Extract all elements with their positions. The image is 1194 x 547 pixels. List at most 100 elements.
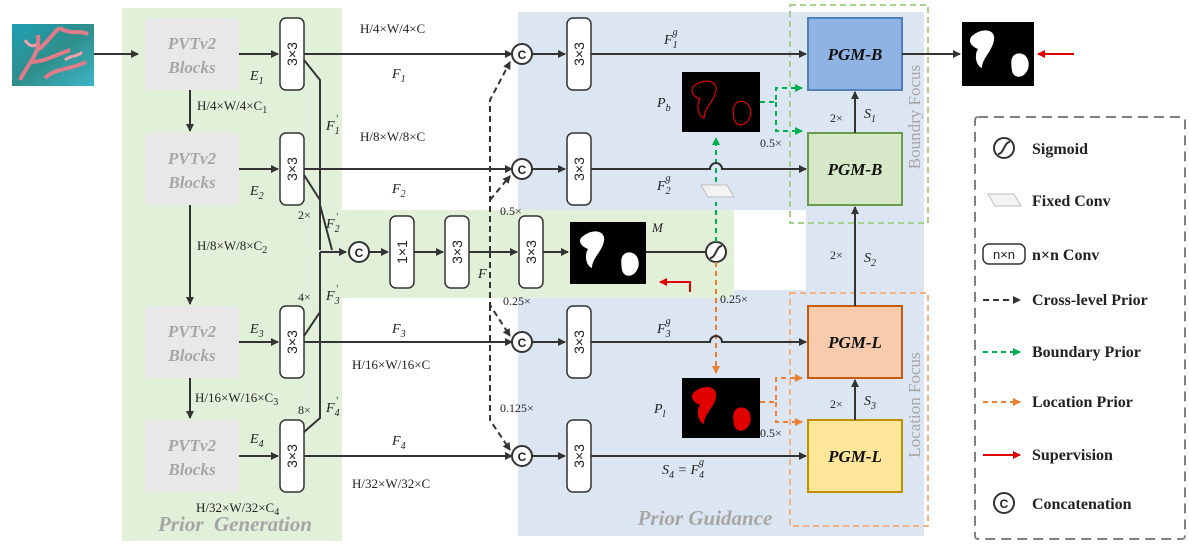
svg-text:Blocks: Blocks	[167, 460, 216, 479]
dim-f4: H/32×W/32×C	[352, 476, 430, 491]
scale-8x-left: 8×	[298, 403, 311, 417]
boundary-focus-title: Boundry Focus	[905, 65, 924, 169]
pgm-l-mid: PGM-L	[807, 305, 903, 379]
dim-c3: H/16×W/16×C3	[195, 390, 278, 408]
legend-concatenation: C Concatenation	[993, 492, 1132, 514]
concat-row-1: C	[511, 43, 533, 65]
dim-f2: H/8×W/8×C	[360, 129, 425, 144]
scale-2x-s2: 2×	[830, 248, 843, 262]
boundary-focus-box	[789, 4, 929, 224]
f-feature-lines	[304, 50, 513, 460]
scale-05-pb: 0.5×	[760, 136, 782, 150]
legend-supervision: Supervision	[983, 447, 1113, 464]
prior-generation-title: Prior Generation	[157, 512, 312, 536]
svg-text:Fixed Conv: Fixed Conv	[1032, 193, 1111, 210]
concat-fusion: C	[348, 241, 370, 263]
label-f1-prime: F1'	[325, 114, 340, 137]
label-f4-prime: F4'	[325, 396, 340, 419]
label-e4: E4	[249, 432, 264, 450]
pvt-block-1: PVTv2 Blocks	[145, 18, 239, 90]
label-pb: Pb	[656, 96, 671, 114]
legend-location: Location Prior	[983, 394, 1133, 411]
conv3-left-2: 3×3	[279, 132, 305, 206]
svg-text:3×3: 3×3	[571, 330, 587, 354]
supervision-arrow-m	[659, 278, 691, 292]
label-f2: F2	[391, 182, 406, 200]
legend-nn-conv: n×n n×n Conv	[982, 243, 1099, 265]
dim-c1: H/4×W/4×C1	[197, 98, 267, 116]
concat-row-2: C	[511, 158, 533, 180]
svg-text:PVTv2: PVTv2	[167, 322, 217, 341]
svg-text:Concatenation: Concatenation	[1032, 496, 1132, 513]
scale-2x-left: 2×	[298, 208, 311, 222]
pvt-block-3: PVTv2 Blocks	[145, 306, 239, 378]
concat-to-conv-arrows	[532, 50, 566, 460]
label-e1: E1	[249, 69, 264, 87]
scale-4x-left: 4×	[298, 290, 311, 304]
input-image	[12, 24, 94, 86]
prior-guidance-mid-region	[806, 210, 924, 290]
svg-text:Cross-level Prior: Cross-level Prior	[1032, 292, 1148, 309]
svg-text:3×3: 3×3	[523, 240, 539, 264]
svg-text:PVTv2: PVTv2	[167, 34, 217, 53]
conv3-left-4: 3×3	[279, 419, 305, 493]
pvt-block-2: PVTv2 Blocks	[145, 133, 239, 205]
svg-text:Sigmoid: Sigmoid	[1032, 141, 1088, 158]
conv1-fusion: 1×1	[389, 215, 415, 289]
label-pl: Pl	[653, 402, 666, 420]
label-f3-prime: F3'	[325, 284, 340, 307]
label-s1: S1	[864, 107, 876, 125]
label-f2g: F2g	[656, 173, 671, 197]
label-s4-eq-f4g: S4 = F4g	[662, 457, 704, 481]
svg-text:Boundary Prior: Boundary Prior	[1032, 344, 1141, 361]
fg-lines	[591, 50, 807, 460]
svg-text:PGM-L: PGM-L	[827, 447, 882, 466]
conv3-guide-2: 3×3	[566, 132, 592, 206]
svg-text:3×3: 3×3	[284, 444, 300, 468]
svg-text:3×3: 3×3	[284, 330, 300, 354]
svg-text:C: C	[518, 450, 527, 464]
conv3-guide-3: 3×3	[566, 305, 592, 379]
output-map	[962, 22, 1034, 86]
conv3-left-1: 3×3	[279, 17, 305, 91]
conv3-guide-4: 3×3	[566, 419, 592, 493]
prior-guidance-title: Prior Guidance	[637, 506, 773, 530]
svg-text:Blocks: Blocks	[167, 173, 216, 192]
svg-text:C: C	[1000, 497, 1009, 511]
label-f2-prime: F2'	[325, 212, 340, 235]
scale-025-cross: 0.25×	[503, 294, 531, 308]
svg-text:PVTv2: PVTv2	[167, 149, 217, 168]
svg-text:PGM-B: PGM-B	[827, 45, 883, 64]
dim-c4: H/32×W/32×C4	[196, 500, 279, 518]
svg-text:C: C	[518, 336, 527, 350]
dim-f1: H/4×W/4×C	[360, 21, 425, 36]
label-e2: E2	[249, 184, 264, 202]
coarse-map-m	[570, 222, 646, 284]
boundary-map-pb	[682, 72, 760, 132]
scale-05-cross: 0.5×	[500, 204, 522, 218]
label-f4: F4	[391, 434, 406, 452]
sigmoid-node	[705, 241, 727, 263]
svg-text:3×3: 3×3	[284, 42, 300, 66]
svg-text:3×3: 3×3	[571, 157, 587, 181]
conv3-m: 3×3	[518, 215, 544, 289]
legend-sigmoid: Sigmoid	[993, 137, 1088, 159]
label-s2: S2	[864, 251, 876, 269]
legend-boundary: Boundary Prior	[983, 344, 1141, 361]
dim-f3: H/16×W/16×C	[352, 357, 430, 372]
pgm-b-top: PGM-B	[807, 17, 903, 91]
label-f1g: F1g	[663, 27, 678, 51]
label-f-fused: F	[477, 267, 487, 282]
cross-level-prior-paths	[489, 61, 511, 451]
label-e3: E3	[249, 322, 264, 340]
boundary-prior-path	[712, 84, 803, 242]
svg-text:Blocks: Blocks	[167, 58, 216, 77]
fixed-conv-shape	[700, 184, 735, 198]
pvt-block-4: PVTv2 Blocks	[145, 420, 239, 492]
pgm-l-bot: PGM-L	[807, 419, 903, 493]
legend-cross-level: Cross-level Prior	[983, 292, 1148, 309]
svg-text:C: C	[518, 163, 527, 177]
svg-text:3×3: 3×3	[571, 444, 587, 468]
